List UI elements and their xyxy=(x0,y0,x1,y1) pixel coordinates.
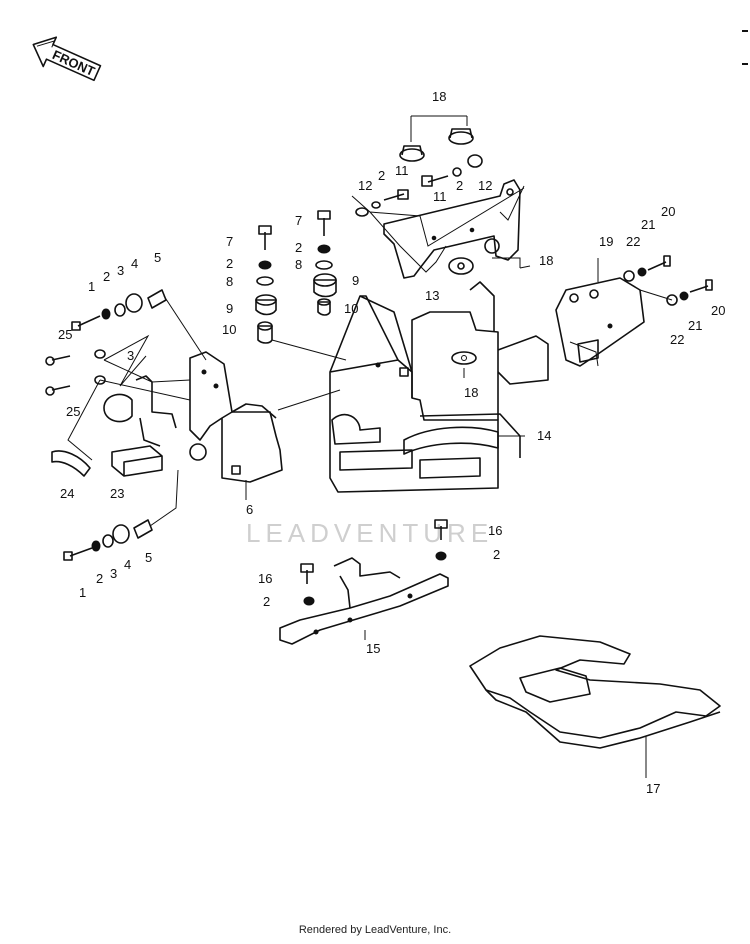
callout-c14: 14 xyxy=(537,428,551,443)
callout-c20b: 20 xyxy=(711,303,725,318)
edge-mark xyxy=(742,63,748,65)
leader-lines xyxy=(67,115,673,778)
edge-mark xyxy=(742,30,748,32)
callout-c10b: 10 xyxy=(222,322,236,337)
callout-c13: 13 xyxy=(425,288,439,303)
tray-17 xyxy=(469,635,721,749)
callout-c18b: 18 xyxy=(539,253,553,268)
callout-c15: 15 xyxy=(366,641,380,656)
callout-c19: 19 xyxy=(599,234,613,249)
callout-c2a: 2 xyxy=(378,168,385,183)
callout-c11a: 11 xyxy=(395,163,409,178)
callout-c12a: 12 xyxy=(358,178,372,193)
pad-23 xyxy=(111,445,163,477)
callout-c23: 23 xyxy=(110,486,124,501)
callout-c3c: 3 xyxy=(110,566,117,581)
callout-c8a: 8 xyxy=(295,257,302,272)
callout-c3a: 3 xyxy=(117,263,124,278)
top-bracket-13 xyxy=(383,179,521,279)
callout-c3b: 3 xyxy=(127,348,134,363)
callout-c17: 17 xyxy=(646,781,660,796)
callout-c18a: 18 xyxy=(432,89,446,104)
callout-c1b: 1 xyxy=(79,585,86,600)
callout-c9a: 9 xyxy=(352,273,359,288)
callout-c8b: 8 xyxy=(226,274,233,289)
callout-c5b: 5 xyxy=(145,550,152,565)
callout-c2c: 2 xyxy=(295,240,302,255)
cushion-18 xyxy=(399,128,477,365)
callout-c20a: 20 xyxy=(661,204,675,219)
callout-c6: 6 xyxy=(246,502,253,517)
callout-c2e: 2 xyxy=(103,269,110,284)
callout-c21a: 21 xyxy=(641,217,655,232)
callout-c2g: 2 xyxy=(493,547,500,562)
callout-c2b: 2 xyxy=(456,178,463,193)
left-bracket-6 xyxy=(189,351,283,483)
callout-c24: 24 xyxy=(60,486,74,501)
callout-c2h: 2 xyxy=(263,594,270,609)
front-arrow-icon: FRONT xyxy=(32,36,102,82)
callout-c5a: 5 xyxy=(154,250,161,265)
callout-c1a: 1 xyxy=(88,279,95,294)
front-arrow-label: FRONT xyxy=(50,47,97,79)
callout-c10a: 10 xyxy=(344,301,358,316)
hardware-group xyxy=(45,154,713,606)
callout-c7b: 7 xyxy=(226,234,233,249)
callout-c9b: 9 xyxy=(226,301,233,316)
callout-c12b: 12 xyxy=(478,178,492,193)
callout-c2f: 2 xyxy=(96,571,103,586)
callout-c25b: 25 xyxy=(66,404,80,419)
side-bracket-19 xyxy=(555,277,645,367)
callout-c7a: 7 xyxy=(295,213,302,228)
callout-c11b: 11 xyxy=(433,189,447,204)
callout-c4a: 4 xyxy=(131,256,138,271)
watermark: LEADVENTURE xyxy=(246,518,493,548)
callout-c22b: 22 xyxy=(670,332,684,347)
callout-c16b: 16 xyxy=(258,571,272,586)
footer-credit: Rendered by LeadVenture, Inc. xyxy=(298,924,452,936)
callout-c2d: 2 xyxy=(226,256,233,271)
callout-c18c: 18 xyxy=(464,385,478,400)
callout-c22a: 22 xyxy=(626,234,640,249)
lower-bracket-15 xyxy=(279,557,449,645)
relay-component xyxy=(103,375,177,447)
battery-case-14 xyxy=(329,281,549,493)
callout-c16a: 16 xyxy=(488,523,502,538)
callout-c21b: 21 xyxy=(688,318,702,333)
callout-c4b: 4 xyxy=(124,557,131,572)
strap-24 xyxy=(51,450,91,477)
callout-c25a: 25 xyxy=(58,327,72,342)
